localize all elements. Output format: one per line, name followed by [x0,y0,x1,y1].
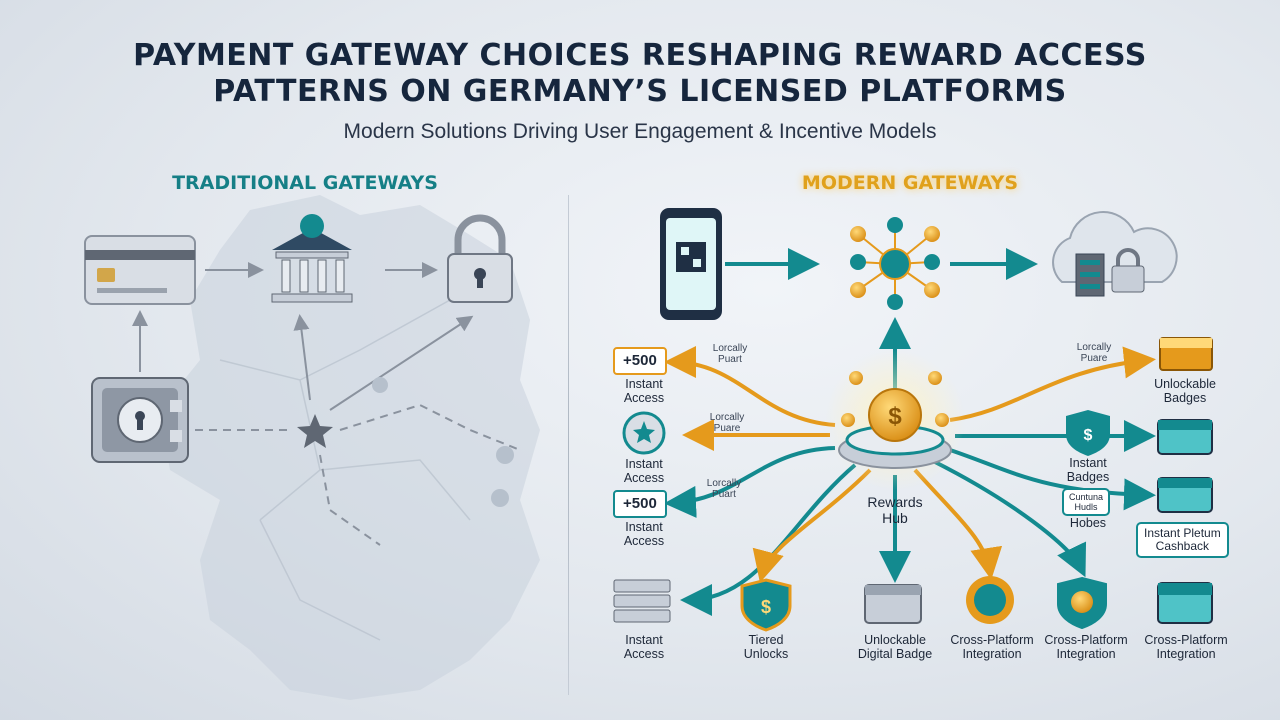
svg-text:$: $ [888,403,902,430]
right-label-2: Instant Badges [1048,456,1128,484]
bottom-label-2-line2: Unlocks [743,647,789,661]
bottom-label-3-line1: Unlockable [864,633,926,647]
title-line-1: PAYMENT GATEWAY CHOICES RESHAPING REWARD… [133,38,1147,73]
bottom-label-4: Cross-Platform Integration [942,633,1042,661]
points-badge-2: +500 [613,490,667,518]
tag-box-1: Cuntuna Hudls [1062,488,1111,516]
loyalty-label-4: Lorcally Puare [1076,342,1112,364]
bottom-label-1-line2: Access [623,647,665,661]
traditional-diagram [84,214,521,546]
left-label-1-line1: Instant [625,377,663,391]
server-stack-icon [613,579,671,623]
right-label-1-line1: Unlockable [1154,377,1216,391]
rewards-hub-line2: Hub [882,510,908,526]
qr-phone-icon [660,208,722,320]
padlock-icon [447,214,513,303]
bottom-label-3-line2: Digital Badge [857,647,933,661]
modern-gateways-label: MODERN GATEWAYS [801,172,1019,194]
rewards-hub-line1: Rewards [867,494,923,510]
left-label-3-line1: Instant [625,520,663,534]
left-label-3-line2: Access [623,534,665,548]
left-label-2: Instant Access [604,457,684,485]
left-label-2-line1: Instant [625,457,663,471]
badge-box-icon [864,584,922,624]
coin-hub-icon: $ [825,350,965,490]
token-network-icon [850,217,940,310]
left-label-1-line2: Access [623,391,665,405]
bottom-label-6-line1: Cross-Platform [1144,633,1228,647]
bottom-label-4-line2: Integration [962,647,1022,661]
star-token-icon [622,411,666,455]
title-line-2: PATTERNS ON GERMANY’S LICENSED PLATFORMS [213,74,1067,109]
right-label-2-line2: Badges [1066,470,1110,484]
right-label-3: Hobes [1069,516,1107,530]
loyalty-label-1: Lorcally Puart [712,343,748,365]
svg-text:$: $ [1084,427,1093,444]
loyalty-label-3: Lorcally Puart [706,478,742,500]
bank-icon [271,214,353,303]
right-label-2-line1: Instant [1069,456,1107,470]
right-label-1-line2: Badges [1163,391,1207,405]
shield-dollar-icon: $ [1066,410,1110,456]
shield-coin-icon-2 [1057,576,1107,630]
traditional-gateways-label: TRADITIONAL GATEWAYS [172,172,438,194]
teal-chest-icon [1157,582,1213,624]
bottom-label-1: Instant Access [604,633,684,661]
subtitle: Modern Solutions Driving User Engagement… [343,120,937,143]
left-label-1: Instant Access [604,377,684,405]
bottom-label-5: Cross-Platform Integration [1036,633,1136,661]
right-label-1: Unlockable Badges [1140,377,1230,405]
safe-vault-icon [91,377,189,463]
bottom-label-4-line1: Cross-Platform [950,633,1034,647]
bottom-label-6-line2: Integration [1156,647,1216,661]
points-badge-1: +500 [613,347,667,375]
bottom-label-2-line1: Tiered [748,633,784,647]
loyalty-label-2: Lorcally Puare [709,412,745,434]
bottom-label-2: Tiered Unlocks [726,633,806,661]
bottom-label-5-line1: Cross-Platform [1044,633,1128,647]
credit-card-icon [84,235,196,305]
bottom-label-5-line2: Integration [1056,647,1116,661]
teal-chest-icon-2 [1157,419,1213,455]
tag-box-2-line2: Cashback [1155,539,1210,553]
svg-text:$: $ [761,597,771,617]
gold-chest-icon [1159,337,1213,371]
tag-box-2-line1: Instant Pletum [1144,526,1221,540]
tag-box-2: Instant Pletum Cashback [1136,522,1229,558]
tag-box-1-line2: Hudls [1074,502,1098,512]
star-node-icon [297,414,333,448]
left-label-2-line2: Access [623,471,665,485]
left-label-3: Instant Access [604,520,684,548]
gear-token-icon [966,576,1014,624]
tag-box-1-line1: Cuntuna [1069,492,1104,502]
teal-chest-icon-3 [1157,477,1213,513]
section-divider [568,195,569,695]
shield-coin-icon: $ [740,578,792,632]
bottom-label-6: Cross-Platform Integration [1134,633,1238,661]
cloud-server-lock-icon [1052,211,1178,297]
rewards-hub-label: Rewards Hub [850,494,940,526]
bottom-label-3: Unlockable Digital Badge [845,633,945,661]
bottom-label-1-line1: Instant [625,633,663,647]
